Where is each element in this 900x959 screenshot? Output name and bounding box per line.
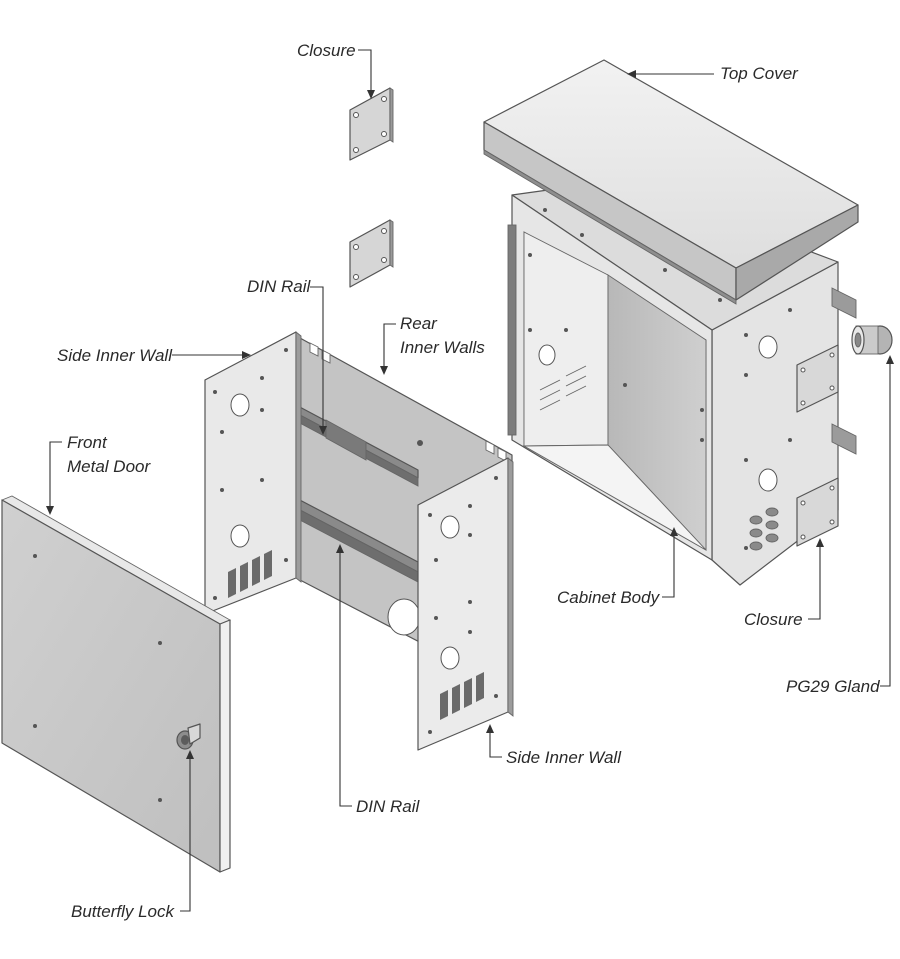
closure-plate-upper [349, 87, 394, 161]
label-cabinet-body: Cabinet Body [557, 588, 661, 607]
label-rear-inner-walls-line1: Rear [400, 314, 438, 333]
label-din-rail-upper: DIN Rail [247, 277, 312, 296]
side-inner-wall-right [417, 457, 514, 751]
closure-plate-side-lower [796, 477, 839, 547]
label-side-inner-wall-right: Side Inner Wall [506, 748, 622, 767]
label-side-inner-wall-left: Side Inner Wall [57, 346, 173, 365]
label-rear-inner-walls-line2: Inner Walls [400, 338, 485, 357]
butterfly-lock [176, 723, 201, 750]
leader-lines [46, 49, 894, 912]
closure-plate-lower [349, 219, 394, 288]
label-top-cover: Top Cover [720, 64, 799, 83]
label-front-metal-door-line1: Front [67, 433, 108, 452]
side-inner-wall-left [204, 331, 302, 615]
pg29-gland [851, 325, 893, 355]
label-closure-top: Closure [297, 41, 356, 60]
front-metal-door [0, 495, 232, 873]
label-butterfly-lock: Butterfly Lock [71, 902, 175, 921]
cabinet-body [507, 179, 857, 586]
label-front-metal-door-line2: Metal Door [67, 457, 151, 476]
label-closure-right: Closure [744, 610, 803, 629]
label-din-rail-lower: DIN Rail [356, 797, 421, 816]
label-pg29-gland: PG29 Gland [786, 677, 880, 696]
closure-plate-side-upper [796, 344, 839, 413]
top-cover [483, 59, 859, 305]
